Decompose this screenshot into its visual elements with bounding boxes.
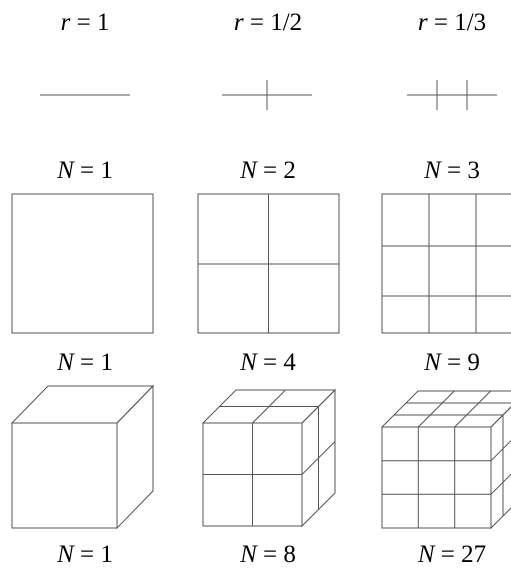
header-r-1-3: r = 1/3 [418,9,486,36]
square-whole [11,193,154,334]
cube-whole [10,384,155,530]
count-square-9: N = 9 [423,349,480,376]
count-line-3: N = 3 [423,157,480,184]
segment-halves [222,80,312,110]
cube-thirds [380,390,511,530]
count-line-1: N = 1 [56,157,113,184]
square-thirds [381,193,511,334]
cube-halves [201,388,337,528]
count-square-4: N = 4 [239,349,296,376]
count-cube-27: N = 27 [417,541,486,568]
segment-thirds [407,80,497,110]
header-r-1-2: r = 1/2 [234,9,302,36]
count-cube-1: N = 1 [56,541,113,568]
count-square-1: N = 1 [56,349,113,376]
square-halves [197,193,340,334]
header-r-1: r = 1 [61,9,110,36]
count-cube-8: N = 8 [239,541,296,568]
count-line-2: N = 2 [239,157,296,184]
